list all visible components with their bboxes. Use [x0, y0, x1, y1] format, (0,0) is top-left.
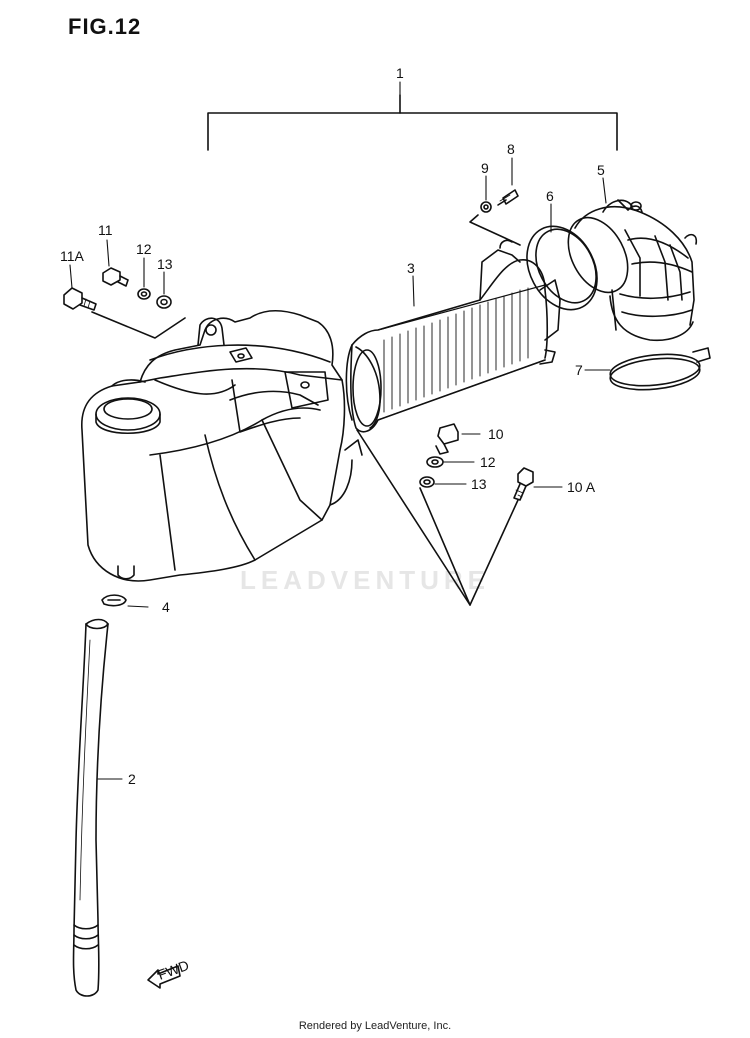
washer-13-left: [156, 295, 172, 309]
bolt-11: [102, 267, 129, 287]
callout-9: 9: [481, 160, 489, 176]
watermark: LEADVENTURE: [240, 565, 491, 595]
bolt-10a: [513, 467, 534, 501]
group-bracket: [207, 94, 618, 151]
washer-9: [480, 201, 492, 213]
callout-leaders: [69, 81, 611, 780]
air-filter-element: [345, 239, 561, 433]
callout-5: 5: [597, 162, 605, 178]
clamp-7: [609, 347, 711, 391]
callout-12-top: 12: [136, 241, 152, 257]
footer-credit: Rendered by LeadVenture, Inc.: [298, 1020, 452, 1032]
figure-title: FIG.12: [68, 14, 142, 39]
bolt-11a: [63, 287, 97, 311]
callout-8: 8: [507, 141, 515, 157]
intake-joint-5: [567, 199, 698, 342]
washer-13-right: [419, 476, 435, 488]
clip-4: [101, 594, 127, 607]
fwd-arrow: FWD: [147, 957, 191, 989]
callout-12-right: 12: [480, 454, 496, 470]
washer-12-right: [426, 456, 444, 468]
callout-10a: 10 A: [567, 479, 596, 495]
callout-6: 6: [546, 188, 554, 204]
leader-8-9-to-joint: [469, 214, 521, 246]
callout-10: 10: [488, 426, 504, 442]
leader-11-to-case: [91, 311, 186, 339]
band-6: [526, 225, 598, 311]
callout-13-top: 13: [157, 256, 173, 272]
callout-2: 2: [128, 771, 136, 787]
leader-13-to-point: [419, 487, 471, 606]
washer-12-left: [137, 288, 151, 300]
callout-1: 1: [396, 65, 404, 81]
drain-hose-2: [72, 618, 109, 997]
bolt-8: [497, 189, 519, 206]
bolt-10: [435, 423, 459, 455]
callout-3: 3: [407, 260, 415, 276]
callout-11a: 11A: [60, 248, 85, 264]
air-cleaner-case: [81, 309, 363, 582]
callout-13-right: 13: [471, 476, 487, 492]
callout-7: 7: [575, 362, 583, 378]
callout-11: 11: [98, 222, 113, 238]
callout-4: 4: [162, 599, 170, 615]
